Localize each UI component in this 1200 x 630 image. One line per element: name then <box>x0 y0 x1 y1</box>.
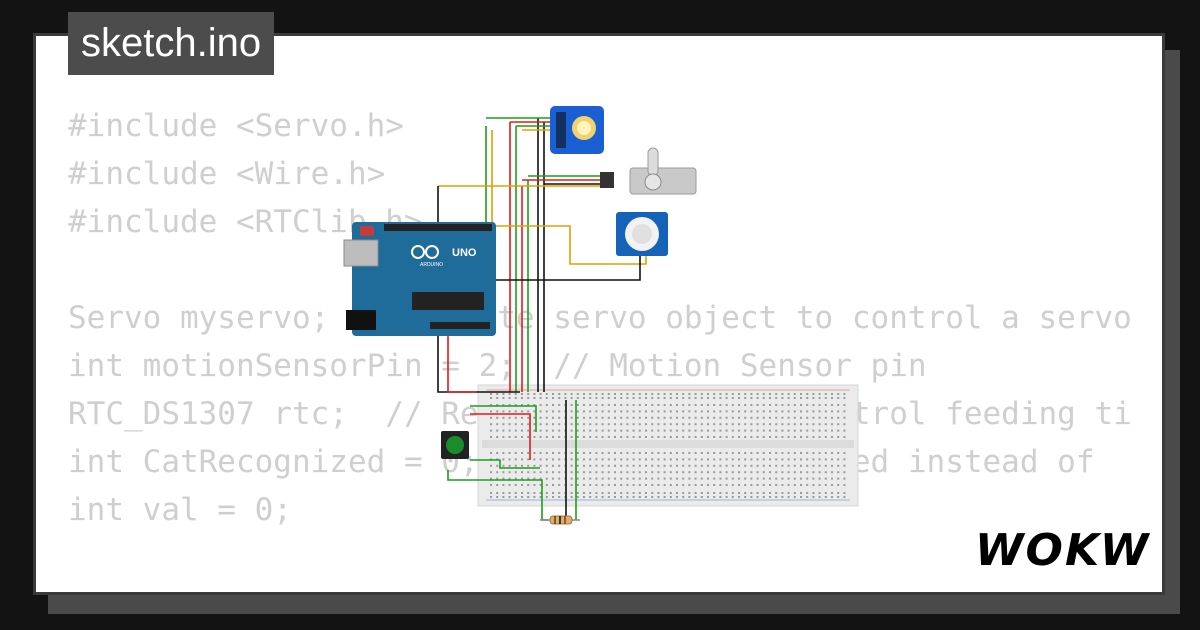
code-line: int motionSensorPin = 2; // Motion Senso… <box>68 348 927 384</box>
pir-motion-sensor <box>616 212 668 256</box>
servo-motor <box>600 147 697 195</box>
push-button <box>441 431 469 459</box>
board-brand: ARDUINO <box>420 262 443 268</box>
code-line: Servo myservo; // create servo object to… <box>68 300 1132 336</box>
code-line: void setup() { <box>68 582 1132 592</box>
rtc-module <box>550 106 604 154</box>
file-title: sketch.ino <box>68 12 275 75</box>
logo-text: WOKWi <box>975 525 1150 576</box>
wokwi-logo: WOKWi <box>975 525 1150 576</box>
code-line: int val = 0; <box>68 492 292 528</box>
code-line: #include <Servo.h> <box>68 108 404 144</box>
arduino-uno-board: UNO ARDUINO <box>343 222 496 336</box>
breadboard <box>477 384 859 507</box>
resistor <box>540 515 580 525</box>
code-line: #include <Wire.h> <box>68 156 386 192</box>
board-name: UNO <box>452 247 477 259</box>
